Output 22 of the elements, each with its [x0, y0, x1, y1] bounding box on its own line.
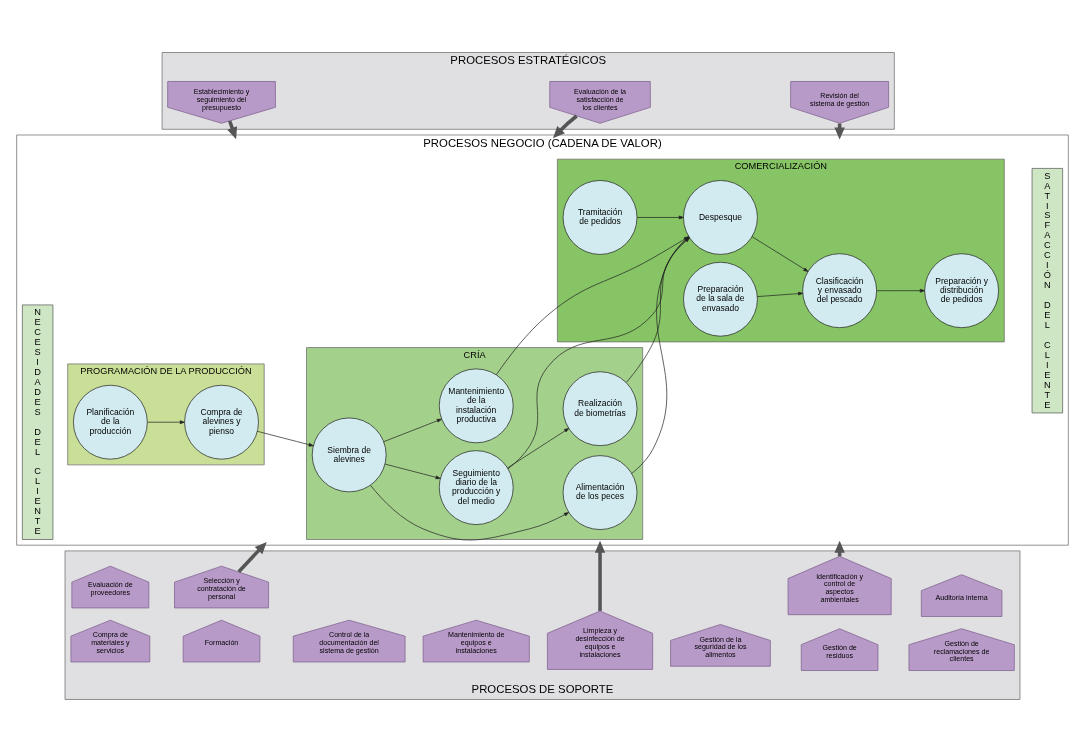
node-circle: Preparación y distribución de pedidos — [924, 252, 999, 328]
node-circle: Seguimiento diario de la producción y del medio — [438, 449, 514, 525]
arrow — [757, 291, 804, 297]
node-box: SATISFACCIÓN DEL CLIENTE — [1031, 167, 1063, 413]
arrow — [876, 288, 925, 293]
node-circle: Planificación de la producción — [73, 384, 148, 460]
arrow — [594, 540, 606, 611]
arrow — [636, 215, 684, 219]
arrow — [383, 418, 442, 442]
arrow — [384, 463, 441, 479]
arrow — [237, 541, 267, 573]
node-circle: Siembra de alevines — [311, 417, 387, 492]
arrow — [257, 430, 314, 447]
node-circle: Preparación de la sala de envasado — [683, 261, 758, 337]
node-box: NECESIDADES DEL CLIENTE — [22, 304, 54, 540]
arrow — [147, 419, 185, 424]
node-circle: Compra de alevines y pienso — [184, 384, 259, 460]
node-circle: Tramitación de pedidos — [562, 179, 638, 255]
arrow — [370, 484, 569, 540]
arrow — [507, 427, 570, 468]
arrow — [552, 114, 578, 138]
arrow — [751, 235, 809, 272]
